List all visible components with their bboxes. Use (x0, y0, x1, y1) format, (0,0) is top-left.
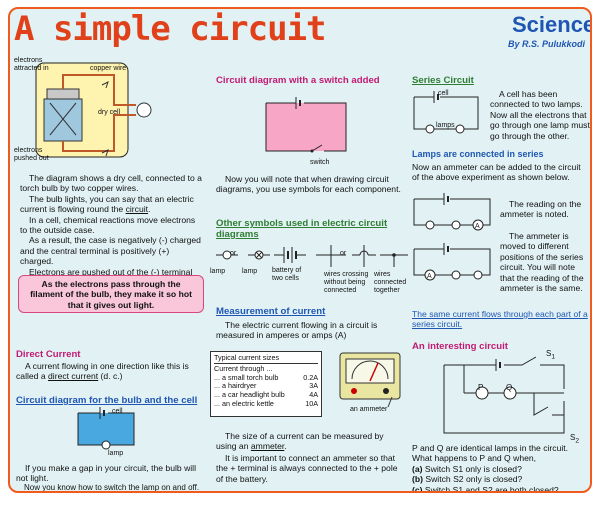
table-title: Typical current sizes (214, 353, 318, 364)
electron-callout: As the electrons pass through the filame… (18, 275, 204, 313)
measurement-text: The electric current flowing in a circui… (216, 320, 378, 341)
table-row-value: 10A (305, 398, 318, 408)
measurement-heading: Measurement of current (216, 306, 326, 317)
moved-text: The ammeter is moved to different positi… (500, 231, 584, 294)
bulb-cell-circuit (77, 407, 135, 450)
question-tag: (c) (412, 484, 423, 493)
series-cell-label: cell (438, 90, 449, 97)
question-tag: (a) (412, 464, 423, 474)
sym-or-2: or (340, 250, 347, 257)
ammeter-text-2: It is important to connect an ammeter so… (216, 453, 398, 484)
svg-text:A: A (475, 223, 480, 230)
question-item: (a) Switch S1 only is closed? (412, 464, 590, 474)
sym-connected: wires connected together (374, 271, 407, 294)
para-1: The diagram shows a dry cell, connected … (20, 173, 202, 194)
poster: A simple circuit Science By R.S. Pulukko… (8, 7, 592, 493)
question-item: (c) Switch S1 and S2 are both closed? (412, 484, 590, 493)
brand-name: Science (512, 12, 592, 37)
question-text: Switch S1 and S2 are both closed? (422, 484, 559, 493)
question-item: (b) Switch S2 only is closed? (412, 474, 590, 484)
table-subtitle: Current through ... (214, 363, 273, 373)
series-text: A cell has been connected to two lamps. … (490, 89, 590, 141)
fig-label-electrons-out: electrons pushed out (14, 147, 49, 162)
switch-note: Now you will note that when drawing circ… (216, 174, 401, 195)
interesting-circuit-diagram (443, 356, 565, 434)
ammeter-illustration (339, 352, 401, 408)
ammeter-label: an ammeter (350, 406, 388, 413)
direct-current-text: A current flowing in one direction like … (16, 361, 189, 382)
table-row-item: ... an electric kettle (214, 398, 274, 408)
fig-label-electrons-in: electrons attracted in (14, 57, 49, 72)
symbols-row (216, 245, 408, 267)
ammeter-series-circuit-2: A (413, 243, 491, 281)
current-size-table: Typical current sizes Current through ..… (210, 351, 322, 417)
table-row-value: 4A (309, 390, 318, 400)
sym-battery: battery of two cells (272, 267, 302, 282)
svg-text:A: A (427, 273, 432, 280)
switch-circuit-diagram (265, 97, 347, 153)
bulb-cell-label-cell: cell (112, 408, 123, 415)
table-row-item: ... a small torch bulb (214, 372, 279, 382)
sym-crossing: wires crossing without being connected (324, 271, 369, 294)
sym-lamp-1: lamp (210, 268, 226, 275)
direct-current-heading: Direct Current (16, 349, 81, 360)
question-intro: P and Q are identical lamps in the circu… (412, 443, 569, 464)
series-lamps-label: lamps (436, 122, 455, 129)
fig-label-dry-cell: dry cell (98, 109, 121, 116)
interesting-heading: An interesting circuit (412, 341, 508, 352)
ammeter-series-circuit-1: A (413, 193, 491, 231)
table-row-value: 3A (309, 381, 318, 391)
question-tag: (b) (412, 474, 423, 485)
s2-label: S2 (570, 433, 580, 445)
s1-label: S1 (546, 349, 556, 361)
table-row: ... a car headlight bulb 4A (214, 390, 318, 400)
table-row: ... a hairdryer 3A (214, 382, 318, 391)
switch-label: switch (310, 159, 330, 166)
bulb-cell-label-lamp: lamp (108, 450, 124, 457)
table-row-item: ... a hairdryer (214, 381, 257, 391)
sym-or-1: or (230, 250, 237, 257)
sym-lamp-2: lamp (242, 268, 258, 275)
lamps-series-heading: Lamps are connected in series (412, 149, 544, 159)
table-row-item: ... a car headlight bulb (214, 390, 285, 400)
para-2: The bulb lights, you can say that an ele… (20, 193, 194, 215)
gap-text: If you make a gap in your circuit, the b… (16, 463, 197, 484)
table-row-value: 0.2A (303, 372, 318, 382)
q-label: Q (506, 383, 513, 392)
question-text: Switch S2 only is closed? (422, 474, 523, 485)
ammeter-text-1: The size of a current can be measured by… (216, 431, 384, 452)
question-list: (a) Switch S1 only is closed?(b) Switch … (412, 464, 590, 493)
page-title: A simple circuit (14, 9, 327, 49)
brand-author: By R.S. Pulukkodi (508, 39, 586, 49)
para-3: In a cell, chemical reactions move elect… (20, 214, 196, 236)
fig-label-copper: copper wire (90, 65, 127, 72)
symbols-heading: Other symbols used in electric circuit d… (216, 218, 388, 240)
series-heading: Series Circuit (412, 75, 474, 86)
same-current-text: The same current flows through each part… (412, 309, 588, 330)
intro-paragraphs: The diagram shows a dry cell, connected … (20, 173, 204, 287)
bulb-cell-heading: Circuit diagram for the bulb and the cel… (16, 395, 198, 406)
p-label: P (478, 383, 484, 392)
reading-text: The reading on the ammeter is noted. (500, 199, 582, 220)
question-text: Switch S1 only is closed? (422, 464, 522, 474)
lamps-series-text: Now an ammeter can be added to the circu… (412, 162, 581, 183)
switch-circuit-heading: Circuit diagram with a switch added (216, 75, 380, 86)
para-4: As a result, the case is negatively (-) … (20, 235, 201, 267)
switch-onoff-text: Now you know how to switch the lamp on a… (24, 483, 200, 492)
series-circuit-diagram (413, 91, 479, 134)
table-row: ... a small torch bulb 0.2A (214, 372, 318, 383)
dry-cell-illustration (35, 62, 152, 158)
table-row: ... an electric kettle 10A (214, 398, 318, 409)
